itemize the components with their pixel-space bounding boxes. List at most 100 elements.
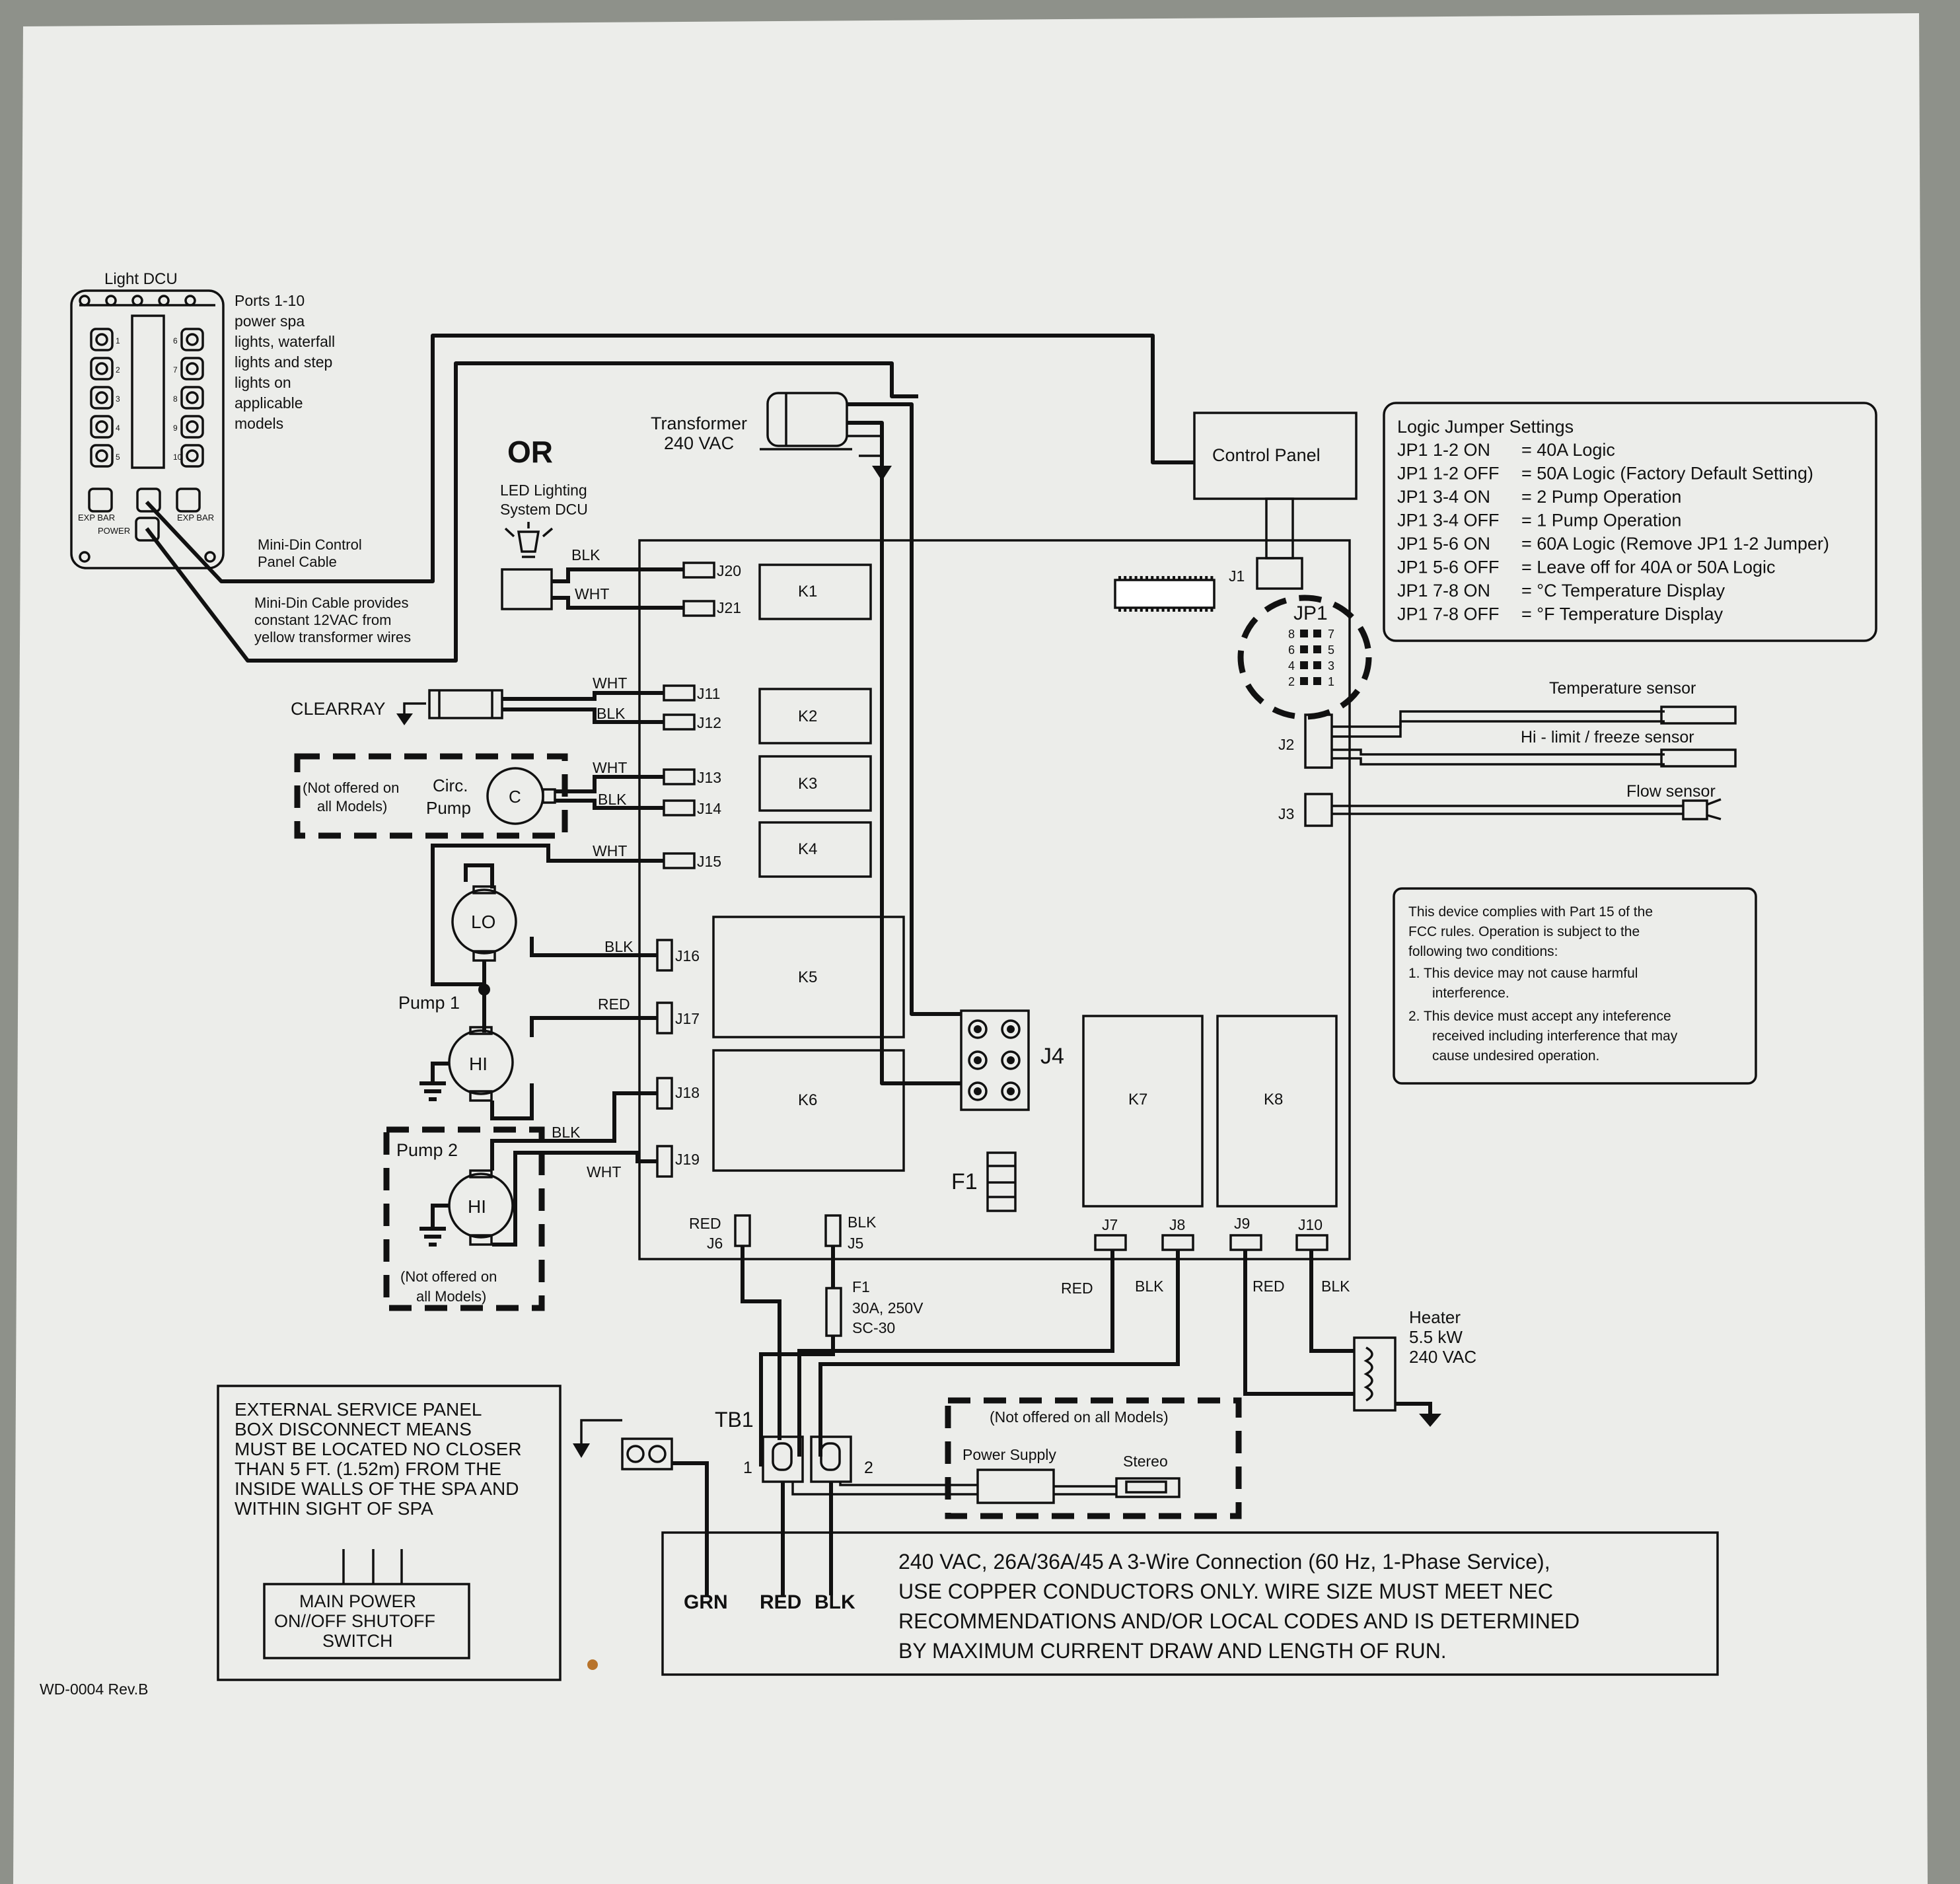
light-port: 8: [173, 386, 204, 410]
svg-text:F1: F1: [852, 1278, 870, 1295]
svg-text:HI: HI: [469, 1054, 488, 1074]
jumper-setting-row: JP1 3-4 OFF= 1 Pump Operation: [1397, 511, 1681, 530]
jumper-id: JP1 7-8 ON: [1397, 581, 1490, 600]
light-port: 4: [90, 415, 120, 439]
chip-pin: [1183, 576, 1186, 580]
light-port: 2: [90, 357, 120, 380]
jp1-pin: [1300, 645, 1308, 653]
jumper-meaning: = °F Temperature Display: [1521, 604, 1724, 624]
svg-text:K2: K2: [798, 707, 817, 725]
light-dcu-title: Light DCU: [104, 270, 178, 288]
jp1-pin-label: 8: [1288, 628, 1295, 641]
pump-2: Pump 2 HI BLK WHT (Not offered on all Mo…: [383, 1091, 657, 1311]
chip-pin: [1200, 576, 1202, 580]
svg-text:BLK: BLK: [552, 1124, 581, 1141]
svg-text:J10: J10: [1298, 1216, 1323, 1233]
svg-text:BLK: BLK: [848, 1214, 877, 1231]
jumper-setting-row: JP1 7-8 OFF= °F Temperature Display: [1397, 604, 1724, 624]
main-board-outline: [638, 539, 1351, 1260]
jp1-pin-label: 5: [1328, 643, 1334, 657]
clearray: CLEARRAY WHT BLK: [291, 674, 664, 725]
supply-notice: GRN RED BLK 240 VAC, 26A/36A/45 A 3-Wire…: [661, 1531, 1719, 1676]
svg-text:J18: J18: [675, 1084, 700, 1101]
svg-text:interference.: interference.: [1432, 986, 1509, 1001]
pump1-ground-icon: [419, 1081, 446, 1101]
led-dcu-label-2: System DCU: [500, 501, 588, 518]
transformer-ground-icon: [872, 466, 892, 481]
heater: Heater 5.5 kW 240 VAC: [1353, 1307, 1476, 1427]
jumper-setting-row: JP1 3-4 ON= 2 Pump Operation: [1397, 487, 1681, 507]
light-dcu-description: Ports 1-10 power spa lights, waterfall l…: [235, 292, 335, 432]
chip-pin: [1129, 608, 1132, 612]
board-fuse-f1: F1: [951, 1151, 1017, 1212]
svg-text:RED: RED: [1061, 1280, 1093, 1297]
j4-pin-dot: [974, 1087, 982, 1095]
hilimit-sensor-label: Hi - limit / freeze sensor: [1521, 728, 1694, 746]
chip-pin: [1194, 608, 1197, 612]
svg-text:Stereo: Stereo: [1123, 1453, 1168, 1470]
j4-connector: J4: [960, 1009, 1064, 1111]
jumper-meaning: = 2 Pump Operation: [1521, 487, 1681, 507]
or-label: OR: [507, 435, 553, 469]
jp1-pin: [1300, 661, 1308, 669]
jumper-setting-row: JP1 1-2 ON= 40A Logic: [1397, 440, 1615, 460]
svg-text:J6: J6: [707, 1235, 723, 1252]
fcc-notice: This device complies with Part 15 of the…: [1393, 887, 1757, 1085]
chip-pin: [1210, 608, 1214, 612]
svg-text:(Not offered on all Models): (Not offered on all Models): [990, 1408, 1169, 1426]
svg-text:J20: J20: [717, 562, 741, 579]
jp1-pin-label: 4: [1288, 659, 1295, 672]
light-port: 10: [173, 444, 204, 468]
svg-text:J17: J17: [675, 1010, 700, 1027]
chip-pin: [1134, 576, 1138, 580]
jumper-id: JP1 5-6 OFF: [1397, 558, 1500, 577]
chip-pin: [1140, 576, 1143, 580]
svg-text:J11: J11: [697, 685, 720, 702]
svg-text:J13: J13: [697, 769, 721, 786]
chip-pin: [1156, 576, 1159, 580]
j4-pin-dot: [1007, 1056, 1015, 1064]
chip-pin: [1161, 576, 1165, 580]
exp-bar-left-label: EXP BAR: [78, 513, 115, 523]
svg-text:Power Supply: Power Supply: [962, 1446, 1056, 1463]
ground-arrow-icon: [573, 1443, 590, 1458]
svg-text:power spa: power spa: [235, 312, 305, 330]
chip-pin: [1151, 608, 1154, 612]
svg-text:all Models): all Models): [416, 1288, 486, 1305]
svg-text:J1: J1: [1229, 567, 1245, 585]
svg-text:THAN 5 FT. (1.52m) FROM THE: THAN 5 FT. (1.52m) FROM THE: [235, 1459, 501, 1479]
clearray-label: CLEARRAY: [291, 699, 386, 719]
svg-text:This device complies with Part: This device complies with Part 15 of the: [1408, 904, 1653, 920]
svg-text:J8: J8: [1169, 1216, 1185, 1233]
svg-text:BLK: BLK: [1135, 1278, 1164, 1295]
svg-text:K7: K7: [1128, 1091, 1147, 1108]
svg-text:J2: J2: [1278, 736, 1294, 753]
jumper-meaning: = °C Temperature Display: [1521, 581, 1725, 600]
port-number: 5: [116, 453, 120, 462]
jp1-pin: [1300, 677, 1308, 685]
svg-text:Pump 2: Pump 2: [396, 1140, 458, 1160]
svg-text:TB1: TB1: [715, 1408, 754, 1431]
led-light-icon: [504, 522, 554, 558]
light-dcu-bottom-holes: [79, 551, 216, 563]
chip-pin: [1156, 608, 1159, 612]
flow-sensor-body: [1682, 799, 1708, 820]
svg-text:lights, waterfall: lights, waterfall: [235, 333, 335, 350]
ground-lug: [573, 1419, 709, 1595]
svg-text:BLK: BLK: [597, 705, 626, 722]
chip-pin: [1194, 576, 1197, 580]
svg-text:WHT: WHT: [593, 674, 627, 692]
svg-text:RED: RED: [598, 996, 630, 1013]
port-number: 3: [116, 394, 120, 404]
svg-text:2: 2: [864, 1459, 873, 1477]
svg-text:INSIDE WALLS OF THE SPA AND: INSIDE WALLS OF THE SPA AND: [235, 1478, 519, 1499]
chip-pin: [1210, 576, 1214, 580]
jp1-label: JP1: [1293, 602, 1328, 624]
svg-text:USE COPPER CONDUCTORS ONLY. WI: USE COPPER CONDUCTORS ONLY. WIRE SIZE MU…: [898, 1579, 1553, 1603]
port-number: 1: [116, 336, 120, 345]
light-port: 5: [90, 444, 120, 468]
svg-text:applicable: applicable: [235, 394, 303, 412]
clearray-ground-icon: [396, 713, 413, 725]
svg-text:J19: J19: [675, 1151, 700, 1168]
